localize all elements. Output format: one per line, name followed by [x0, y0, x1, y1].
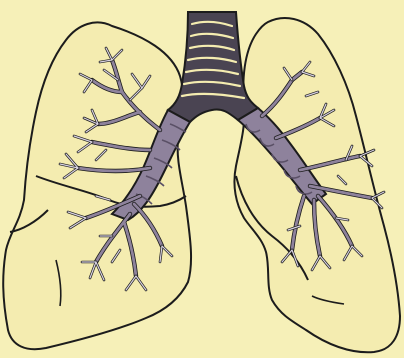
lung-diagram	[0, 0, 404, 358]
lungs-illustration	[0, 0, 404, 358]
